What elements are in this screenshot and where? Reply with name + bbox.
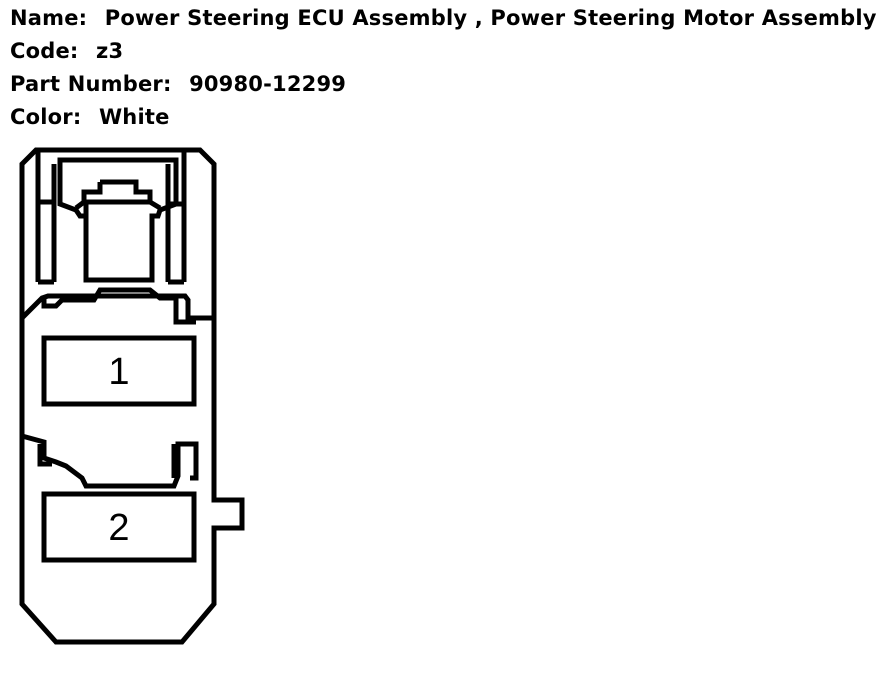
upper-cavity-surround	[41, 287, 196, 325]
code-label: Code:	[10, 39, 79, 63]
part-number-label: Part Number:	[10, 72, 172, 96]
middle-divider-lower	[37, 444, 177, 478]
connector-housing-outline	[19, 147, 245, 645]
part-number-value: 90980-12299	[189, 72, 347, 96]
left-rail	[35, 152, 57, 285]
name-label: Name:	[10, 6, 88, 30]
code-row: Code: z3	[10, 35, 890, 68]
connector-info: Name: Power Steering ECU Assembly , Powe…	[10, 2, 890, 134]
pin-2-cavity	[41, 491, 197, 563]
color-label: Color:	[10, 105, 82, 129]
middle-divider	[21, 433, 199, 489]
pin-1-cavity	[41, 335, 197, 407]
latch-frame	[57, 157, 179, 283]
latch-tab	[74, 179, 162, 219]
right-rail	[165, 152, 187, 285]
code-value: z3	[96, 39, 124, 63]
color-value: White	[98, 105, 170, 129]
color-row: Color: White	[10, 101, 890, 134]
name-value: Power Steering ECU Assembly , Power Stee…	[104, 6, 877, 30]
part-number-row: Part Number: 90980-12299	[10, 68, 890, 101]
pin-1-label: 1	[108, 351, 129, 393]
pin-2-label: 2	[108, 507, 129, 549]
name-row: Name: Power Steering ECU Assembly , Powe…	[10, 2, 890, 35]
